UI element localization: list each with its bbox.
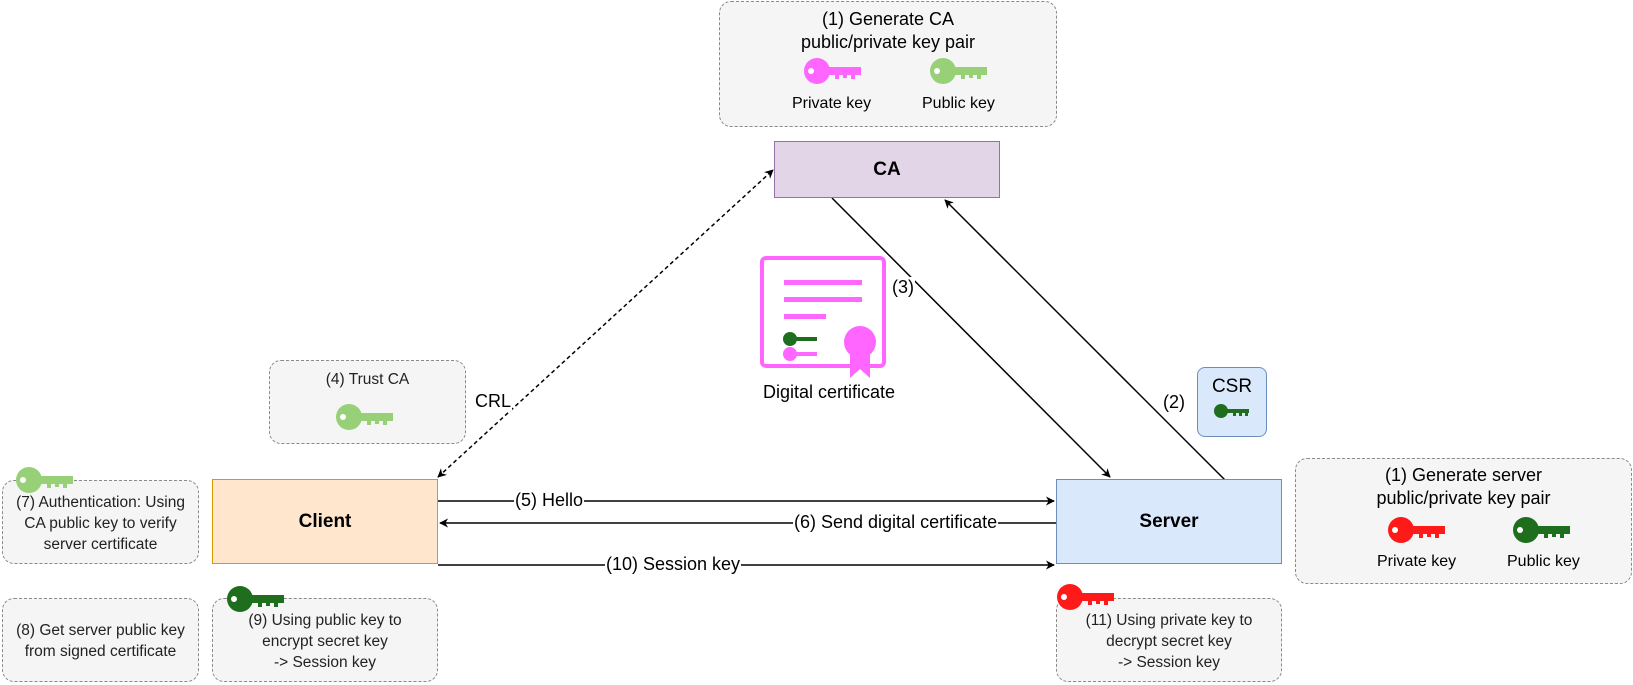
ca-private-key-label: Private key [792,95,872,112]
server-node[interactable]: Server [1056,479,1282,564]
server-public-key-label: Public key [1507,553,1580,570]
encrypt-line3: -> Session key [273,654,377,671]
get-key-line1: (8) Get server public key [16,622,185,639]
server-keygen-line1: (1) Generate server [1384,465,1543,485]
key-icon [1513,517,1570,543]
get-server-key-note: (8) Get server public key from signed ce… [2,598,199,682]
ca-keygen-line2: public/private key pair [800,32,976,52]
decrypt-note: (11) Using private key to decrypt secret… [1056,598,1282,682]
key-icon [1057,584,1114,610]
trust-ca-label: (4) Trust CA [325,371,410,388]
crl-edge [437,169,774,478]
client-node[interactable]: Client [212,479,438,564]
encrypt-line2: encrypt secret key [262,633,388,650]
trust-ca-note: (4) Trust CA [269,360,466,444]
auth-line2: CA public key to verify [24,515,177,532]
client-node-label: Client [298,510,352,532]
digital-certificate-label: Digital certificate [763,382,896,402]
csr-box: CSR [1197,367,1267,437]
decrypt-line2: decrypt secret key [1106,633,1232,650]
certificate-icon [760,256,886,378]
key-icon [1214,404,1249,418]
key-icon [336,404,393,430]
crl-label: CRL [474,391,513,411]
step3-label: (3) [891,277,915,297]
step2-edge [944,199,1226,481]
step2-label: (2) [1162,392,1186,412]
ca-keygen-line1: (1) Generate CA [821,9,955,29]
key-icon [930,58,987,84]
server-private-key-label: Private key [1377,553,1457,570]
hello-label: (5) Hello [514,490,585,510]
key-icon [227,586,284,612]
key-icon [16,467,73,493]
authentication-note: (7) Authentication: Using CA public key … [2,480,199,564]
csr-label: CSR [1211,376,1253,397]
ca-node-label: CA [873,158,901,180]
server-keygen-line2: public/private key pair [1376,488,1551,508]
send-cert-label: (6) Send digital certificate [793,512,999,532]
encrypt-note: (9) Using public key to encrypt secret k… [212,598,438,682]
decrypt-line1: (11) Using private key to [1085,612,1253,629]
session-key-label: (10) Session key [605,554,742,574]
key-icon [804,58,861,84]
ca-node[interactable]: CA [774,141,1000,198]
encrypt-line1: (9) Using public key to [248,612,402,629]
ca-keygen-note: (1) Generate CA public/private key pair [719,1,1057,127]
server-keygen-note: (1) Generate server public/private key p… [1295,458,1632,584]
decrypt-line3: -> Session key [1117,654,1221,671]
server-node-label: Server [1139,510,1199,532]
get-key-line2: from signed certificate [24,643,177,660]
auth-line1: (7) Authentication: Using [16,494,185,511]
step3-edge [831,197,1111,478]
auth-line3: server certificate [43,536,158,553]
ca-public-key-label: Public key [922,95,995,112]
key-icon [1388,517,1445,543]
